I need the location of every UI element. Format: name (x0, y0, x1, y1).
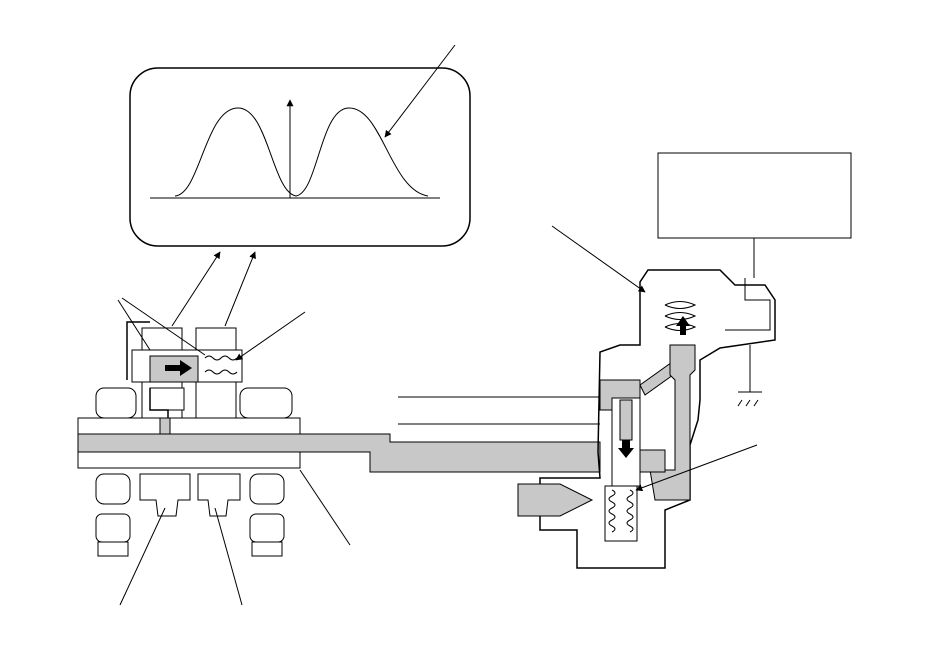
lower-bolt (95, 473, 131, 505)
feed-line-lower (149, 388, 169, 418)
pump-assembly (77, 251, 601, 606)
lower-bolt-nut (97, 541, 129, 557)
inlet-fuel-arrow (517, 483, 594, 517)
ground-hatch (753, 399, 759, 407)
injector-valve (398, 225, 776, 569)
feed-line (126, 321, 150, 380)
bolt-head (95, 387, 137, 419)
nozzle-spring (608, 489, 634, 533)
solenoid-spring (664, 301, 697, 331)
leader-line (551, 225, 646, 293)
sensor-box-frame (657, 152, 852, 239)
signal-arrow (224, 251, 256, 327)
sensor-box (657, 152, 852, 331)
bolt-head (239, 387, 293, 419)
curve-leader-line (384, 44, 456, 138)
lower-bolt (95, 513, 131, 543)
lower-bolt (249, 513, 285, 543)
lower-bolt (249, 473, 285, 505)
ground-hatch (745, 399, 751, 407)
fuel-riser (159, 417, 171, 435)
flow-arrow-down (618, 440, 634, 458)
leader-line (235, 311, 306, 361)
signal-arrow (171, 251, 221, 327)
valve-housing-outline (539, 269, 776, 569)
flow-arrow-up (676, 316, 690, 335)
pressure-graph-panel (129, 44, 471, 247)
cam-lobe (197, 473, 241, 517)
sensor-connector (725, 278, 771, 331)
leader-line (117, 299, 151, 351)
fuel-junction (639, 449, 666, 473)
plunger-base (149, 387, 185, 411)
leader-line (121, 297, 206, 356)
valve-spring (204, 355, 238, 375)
pressure-curve (174, 107, 429, 197)
leader-line (214, 507, 243, 606)
leader-line (635, 444, 758, 492)
flow-arrow-right (165, 360, 192, 376)
cam-lobe (139, 473, 191, 517)
needle-upper (619, 399, 633, 441)
ground-hatch (737, 399, 743, 407)
leader-line (299, 469, 351, 546)
leader-line (119, 507, 166, 606)
lower-bolt-nut (251, 541, 283, 557)
graph-frame (129, 67, 471, 247)
return-passage (649, 344, 696, 501)
